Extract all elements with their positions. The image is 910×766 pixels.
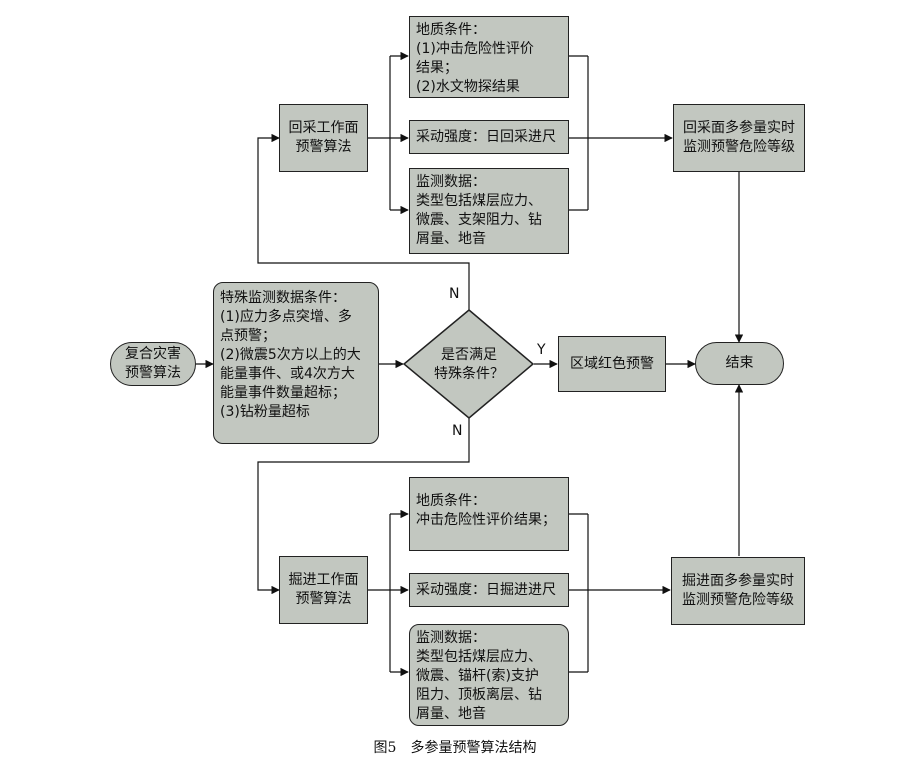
top-geology-line: 地质条件：: [416, 22, 486, 38]
top-result-line: 监测预警危险等级: [683, 139, 795, 155]
bottom-result-line: 掘进面多参量实时: [682, 573, 794, 589]
end-terminal: 结束: [695, 342, 784, 385]
bottom-geology-line: 地质条件：: [416, 493, 486, 509]
end-label: 结束: [725, 355, 754, 371]
conditions-line: 能量事件、或4次方大: [220, 366, 355, 382]
bottom-method-line: 预警算法: [295, 591, 352, 607]
top-result-box: 回采面多参量实时 监测预警危险等级: [673, 104, 805, 172]
start-line: 预警算法: [125, 365, 181, 381]
conditions-line: 能量事件数量超标；: [220, 385, 346, 401]
bottom-monitoring-line: 监测数据：: [416, 630, 486, 646]
top-method-line: 回采工作面: [288, 120, 359, 136]
bottom-method-line: 掘进工作面: [288, 572, 359, 588]
start-terminal: 复合灾害 预警算法: [110, 342, 196, 386]
top-method-box: 回采工作面 预警算法: [279, 104, 368, 172]
label-yes: Y: [537, 342, 546, 358]
decision-line: 是否满足: [441, 347, 497, 363]
conditions-line: 特殊监测数据条件：: [220, 290, 346, 306]
conditions-line: (2)微震5次方以上的大: [220, 347, 361, 363]
bottom-monitoring-line: 阻力、顶板离层、钻: [416, 687, 542, 703]
top-geology-line: 结果；: [416, 60, 458, 76]
conditions-line: (3)钻粉量超标: [220, 404, 310, 420]
bottom-method-box: 掘进工作面 预警算法: [279, 556, 368, 624]
top-monitoring-line: 监测数据：: [416, 174, 486, 190]
arrow-decision-to-top-method: [257, 133, 470, 310]
figure-caption: 图5 多参量预警算法结构: [373, 740, 537, 756]
decision-text: 是否满足 特殊条件？: [420, 346, 518, 384]
bottom-monitoring-line: 屑量、地音: [416, 706, 486, 722]
top-geology-box: 地质条件： (1)冲击危险性评价 结果； (2)水文物探结果: [409, 16, 569, 98]
special-conditions-box: 特殊监测数据条件： (1)应力多点突增、多 点预警； (2)微震5次方以上的大 …: [213, 282, 379, 444]
bottom-geology-line: 冲击危险性评价结果；: [416, 512, 556, 528]
bottom-result-box: 掘进面多参量实时 监测预警危险等级: [671, 557, 805, 625]
top-mining-box: 采动强度：日回采进尺: [409, 120, 569, 154]
bottom-mining-box: 采动强度：日掘进进尺: [409, 573, 569, 607]
top-method-line: 预警算法: [295, 139, 352, 155]
bottom-monitoring-line: 微震、锚杆(索)支护: [416, 668, 539, 684]
start-line: 复合灾害: [125, 346, 181, 362]
decision-diamond: [402, 309, 535, 419]
top-monitoring-line: 微震、支架阻力、钻: [416, 212, 542, 228]
top-monitoring-box: 监测数据： 类型包括煤层应力、 微震、支架阻力、钻 屑量、地音: [409, 168, 569, 254]
bottom-mining-label: 采动强度：日掘进进尺: [416, 581, 556, 598]
decision-line: 特殊条件？: [434, 366, 504, 382]
top-monitoring-line: 屑量、地音: [416, 231, 486, 247]
red-alert-box: 区域红色预警: [558, 336, 666, 392]
conditions-line: (1)应力多点突增、多: [220, 309, 352, 325]
arrow-decision-to-bottom-method: [257, 417, 470, 595]
label-no-top: N: [449, 286, 460, 302]
top-geology-line: (2)水文物探结果: [416, 79, 520, 95]
red-alert-label: 区域红色预警: [570, 355, 654, 372]
conditions-line: 点预警；: [220, 328, 276, 344]
bottom-monitoring-line: 类型包括煤层应力、: [416, 649, 542, 665]
top-monitoring-line: 类型包括煤层应力、: [416, 193, 542, 209]
top-geology-line: (1)冲击危险性评价: [416, 41, 534, 57]
bottom-geology-box: 地质条件： 冲击危险性评价结果；: [409, 477, 569, 551]
bottom-monitoring-box: 监测数据： 类型包括煤层应力、 微震、锚杆(索)支护 阻力、顶板离层、钻 屑量、…: [409, 624, 569, 726]
bottom-result-line: 监测预警危险等级: [682, 592, 794, 608]
top-mining-label: 采动强度：日回采进尺: [416, 128, 556, 145]
label-no-bottom: N: [452, 423, 463, 439]
top-result-line: 回采面多参量实时: [683, 120, 795, 136]
